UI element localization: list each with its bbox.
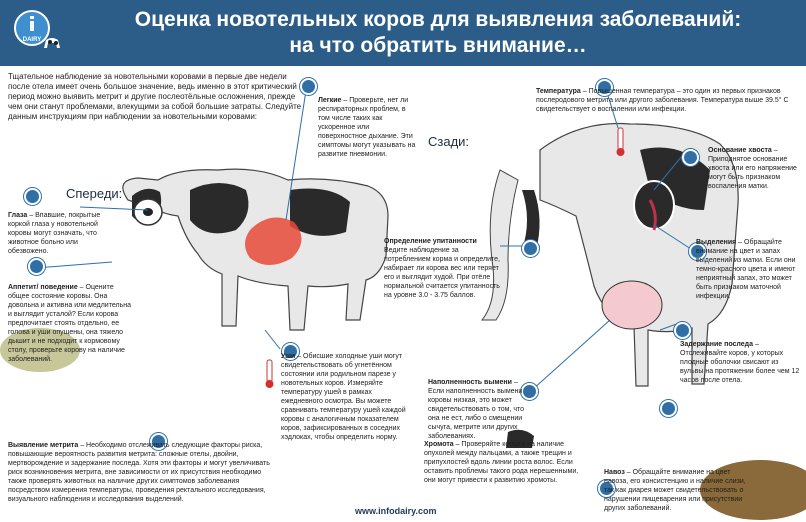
tail-title: Основание хвоста xyxy=(708,147,772,154)
condition-title: Определение упитанности xyxy=(384,238,477,245)
tail-text: Основание хвоста – Приподнятое основание… xyxy=(708,146,800,191)
marker-dot xyxy=(150,433,167,450)
hoof-image xyxy=(506,429,534,448)
page-title-line1: Оценка новотельных коров для выявления з… xyxy=(134,8,742,31)
temperature-desc: – Повышенная температура – это один из п… xyxy=(536,88,789,113)
udder-desc: – Если наполненность вымени коровы низка… xyxy=(428,379,525,440)
marker-dot xyxy=(660,400,677,417)
manure-desc: – Обращайте внимание на цвет навоза, его… xyxy=(604,469,746,512)
infodairy-logo: DAIRY xyxy=(10,6,68,60)
marker-dot xyxy=(682,149,699,166)
marker-dot xyxy=(598,480,615,497)
discharge-title: Выделения xyxy=(696,239,737,246)
udder-title: Наполненность вымени xyxy=(428,379,512,386)
rear-cow-illustration xyxy=(480,122,739,387)
placenta-text: Задержание последа – Отслеживайте коров,… xyxy=(680,340,800,385)
hay-image xyxy=(0,328,80,372)
discharge-text: Выделения – Обращайте внимание на цвет и… xyxy=(696,238,800,301)
condition-desc: Ведите наблюдение за потреблением корма … xyxy=(384,247,500,299)
appetite-desc: – Оцените общее состояние коровы. Она до… xyxy=(8,284,131,363)
marker-dot xyxy=(300,78,317,95)
manure-image xyxy=(700,460,806,520)
tail-desc: – Приподнятое основание хвоста или его н… xyxy=(708,147,797,190)
placenta-desc: – Отслеживайте коров, у которых плодные … xyxy=(680,341,800,384)
appetite-title: Аппетит/ поведение xyxy=(8,284,78,291)
lungs-text: Легкие – Проверьте, нет ли респираторных… xyxy=(318,96,418,159)
ears-text: Уши – Обисшие холодные уши могут свидете… xyxy=(281,352,413,442)
intro-text: Тщательное наблюдение за новотельными ко… xyxy=(8,72,302,121)
page-title-line2: на что обратить внимание… xyxy=(289,34,587,57)
thermometer-icon xyxy=(265,127,625,388)
ears-desc: – Обисшие холодные уши могут свидетельст… xyxy=(281,353,406,441)
website-footer: www.infodairy.com xyxy=(355,506,437,516)
header-banner: DAIRY Оценка новотельных коров для выявл… xyxy=(0,0,806,66)
metritis-text: Выявление метрита – Необходимо отслежива… xyxy=(8,441,276,504)
lungs-title: Легкие xyxy=(318,97,342,104)
lungs-desc: – Проверьте, нет ли респираторных пробле… xyxy=(318,97,416,158)
marker-dot xyxy=(282,343,299,360)
eyes-desc: – Впавшие, покрытые коркой глаза у новот… xyxy=(8,212,101,255)
metritis-title: Выявление метрита xyxy=(8,442,79,449)
marker-dot xyxy=(689,243,706,260)
metritis-desc: – Необходимо отслеживать следующие факто… xyxy=(8,442,270,503)
marker-dot xyxy=(28,258,45,275)
lameness-title: Хромота xyxy=(424,441,454,448)
udder-text: Наполненность вымени – Если наполненност… xyxy=(428,378,534,441)
front-cow-illustration xyxy=(122,168,389,331)
front-label: Спереди: xyxy=(66,186,123,201)
eyes-title: Глаза xyxy=(8,212,28,219)
marker-dot xyxy=(596,79,613,96)
eyes-text: Глаза – Впавшие, покрытые коркой глаза у… xyxy=(8,211,118,256)
marker-dot xyxy=(24,188,41,205)
manure-text: Навоз – Обращайте внимание на цвет навоз… xyxy=(604,468,754,513)
marker-dot xyxy=(674,322,691,339)
appetite-text: Аппетит/ поведение – Оцените общее состо… xyxy=(8,283,136,364)
temperature-title: Температура xyxy=(536,88,581,95)
back-label: Сзади: xyxy=(428,134,470,149)
marker-dot xyxy=(521,383,538,400)
placenta-title: Задержание последа xyxy=(680,341,753,348)
lameness-text: Хромота – Проверяйте копыта на наличие о… xyxy=(424,440,584,485)
ears-title: Уши xyxy=(281,353,296,360)
discharge-desc: – Обращайте внимание на цвет и запах выд… xyxy=(696,239,796,300)
temperature-text: Температура – Повышенная температура – э… xyxy=(536,87,798,114)
svg-text:DAIRY: DAIRY xyxy=(23,37,41,43)
marker-dot xyxy=(522,240,539,257)
manure-title: Навоз xyxy=(604,469,625,476)
lameness-desc: – Проверяйте копыта на наличие опухолей … xyxy=(424,441,579,484)
